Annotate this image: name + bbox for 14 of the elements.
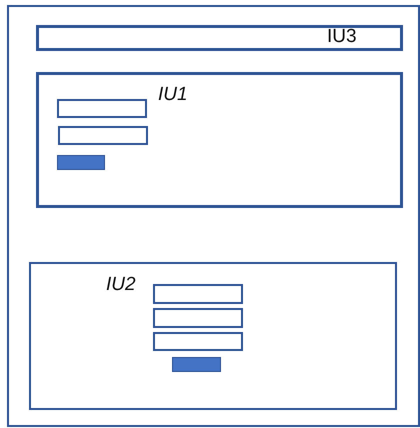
panel-title: IU3 bbox=[327, 27, 357, 46]
form-panel bbox=[36, 72, 403, 208]
form-panel bbox=[29, 262, 397, 410]
input-field bbox=[58, 126, 148, 145]
header-bar bbox=[36, 25, 403, 51]
button bbox=[57, 155, 105, 170]
button bbox=[172, 357, 221, 372]
input-field bbox=[57, 99, 147, 118]
input-field bbox=[153, 332, 243, 351]
panel-title: IU1 bbox=[158, 85, 188, 104]
input-field bbox=[153, 284, 243, 304]
panel-title: IU2 bbox=[106, 275, 136, 294]
input-field bbox=[153, 308, 243, 328]
page-frame bbox=[7, 5, 420, 427]
